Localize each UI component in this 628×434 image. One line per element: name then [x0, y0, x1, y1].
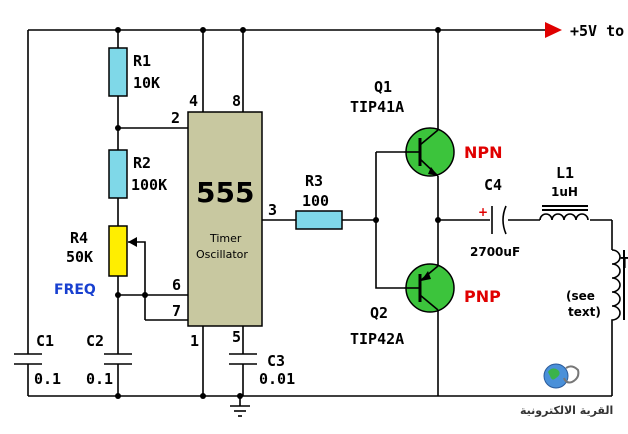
pin-3: 3	[268, 201, 277, 219]
inductor-l1	[539, 205, 589, 221]
c2-name: C2	[86, 332, 104, 350]
coil-label: T	[620, 254, 628, 272]
pin-6: 6	[172, 276, 181, 294]
capacitor-c1	[14, 353, 42, 382]
c4-polarity: +	[478, 205, 488, 219]
c2-value: 0.1	[86, 370, 113, 388]
resistor-r2	[108, 149, 128, 199]
ic-555	[187, 111, 263, 327]
transistor-q2	[404, 263, 455, 313]
q1-part: TIP41A	[350, 98, 404, 116]
freq-label: FREQ	[54, 282, 96, 298]
c3-value: 0.01	[259, 370, 295, 388]
watermark-logo-icon	[543, 363, 580, 389]
pin-4: 4	[189, 92, 198, 110]
r2-value: 100K	[131, 176, 167, 194]
capacitor-c3	[229, 353, 257, 380]
capacitor-c4	[491, 205, 507, 235]
supply-arrow-icon	[545, 22, 562, 38]
supply-label: +5V to	[570, 22, 624, 40]
l1-name: L1	[556, 164, 574, 182]
r1-name: R1	[133, 52, 151, 70]
pin-2: 2	[171, 109, 180, 127]
wires	[27, 29, 613, 406]
c1-value: 0.1	[34, 370, 61, 388]
r3-name: R3	[305, 172, 323, 190]
potentiometer-r4	[108, 225, 128, 277]
q1-name: Q1	[374, 78, 392, 96]
pin-7: 7	[172, 302, 181, 320]
q1-type: NPN	[464, 143, 503, 162]
resistor-r1	[108, 47, 128, 97]
transistor-q1	[404, 127, 455, 177]
wiper-arrow-icon	[128, 237, 137, 247]
r1-value: 10K	[133, 74, 160, 92]
ic-line2: Oscillator	[196, 248, 248, 261]
resistor-r3	[295, 210, 343, 230]
ic-part: 555	[196, 176, 254, 209]
junction-dots	[115, 27, 441, 399]
c4-value: 2700uF	[470, 245, 520, 259]
pin-1: 1	[190, 332, 199, 350]
q2-name: Q2	[370, 304, 388, 322]
l1-value: 1uH	[551, 185, 578, 199]
watermark-text: القرية الالكترونية	[520, 404, 613, 417]
q2-type: PNP	[464, 287, 501, 306]
c4-name: C4	[484, 176, 502, 194]
r4-name: R4	[70, 229, 88, 247]
r4-value: 50K	[66, 248, 93, 266]
coil-note-line2: text)	[568, 305, 601, 319]
q2-part: TIP42A	[350, 330, 404, 348]
coil-note-line1: (see	[566, 289, 595, 303]
r3-value: 100	[302, 192, 329, 210]
ground-icon	[230, 405, 250, 417]
pin-5: 5	[232, 328, 241, 346]
coil-t	[611, 249, 625, 330]
capacitor-c2	[104, 353, 132, 382]
c3-name: C3	[267, 352, 285, 370]
ic-line1: Timer	[209, 232, 242, 245]
r2-name: R2	[133, 154, 151, 172]
c1-name: C1	[36, 332, 54, 350]
pin-8: 8	[232, 92, 241, 110]
